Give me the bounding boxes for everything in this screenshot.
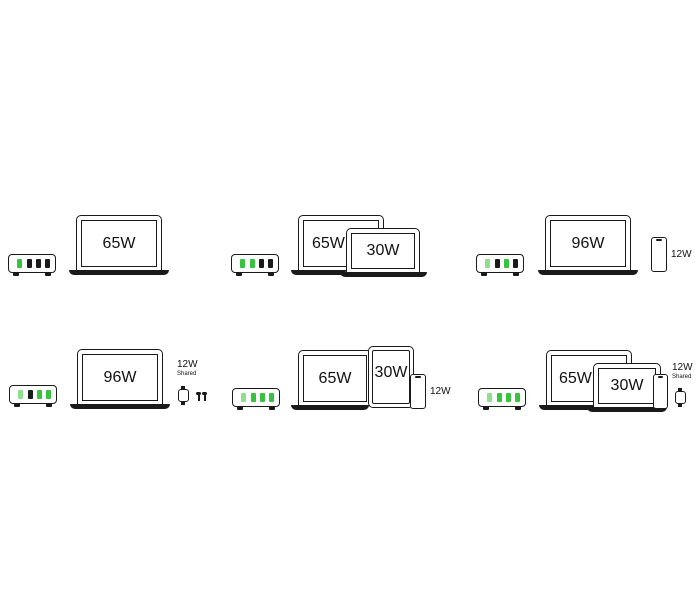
phone-icon [410, 374, 426, 409]
laptop-2-base [587, 407, 667, 412]
charger-hub-icon [231, 254, 279, 276]
laptop-base [69, 270, 169, 275]
laptop-icon: 65W [298, 350, 372, 406]
earbuds-icon [196, 392, 203, 401]
tablet-wattage: 30W [374, 364, 408, 381]
charger-hub-icon [232, 388, 280, 410]
accessory-shared-note: Shared [177, 371, 197, 377]
charger-hub-icon [8, 254, 56, 276]
laptop-wattage: 65W [312, 234, 345, 252]
phone-icon [651, 237, 667, 272]
accessory-shared-note: Shared [672, 374, 692, 380]
laptop-2-base [340, 272, 427, 277]
laptop-2-wattage: 30W [610, 377, 644, 394]
watch-icon [675, 388, 686, 407]
tablet-icon: 30W [368, 346, 414, 408]
laptop-wattage: 96W [103, 368, 137, 386]
earbuds-icon [202, 392, 209, 401]
laptop-base [70, 404, 170, 409]
laptop-wattage: 65W [559, 369, 592, 387]
charger-hub-icon [476, 254, 524, 276]
laptop-icon: 96W [545, 215, 631, 271]
charger-hub-icon [478, 388, 526, 410]
laptop-wattage: 65W [318, 369, 352, 387]
charger-hub-icon [9, 385, 57, 407]
laptop-2-icon: 30W [346, 228, 420, 273]
laptop-icon: 65W [76, 215, 162, 271]
laptop-base [539, 405, 594, 410]
accessory-wattage: 12W [177, 359, 198, 370]
watch-icon [178, 386, 189, 405]
laptop-2-wattage: 30W [366, 242, 400, 259]
laptop-wattage: 65W [102, 234, 136, 252]
phone-wattage: 12W [671, 249, 692, 260]
laptop-base [291, 405, 369, 410]
phone-wattage: 12W [430, 386, 451, 397]
accessory-wattage: 12W [672, 362, 693, 373]
laptop-2-icon: 30W [593, 363, 661, 408]
laptop-icon: 96W [77, 349, 163, 405]
laptop-wattage: 96W [571, 234, 605, 252]
laptop-base [291, 270, 346, 275]
phone-icon [653, 374, 668, 409]
laptop-base [538, 270, 638, 275]
